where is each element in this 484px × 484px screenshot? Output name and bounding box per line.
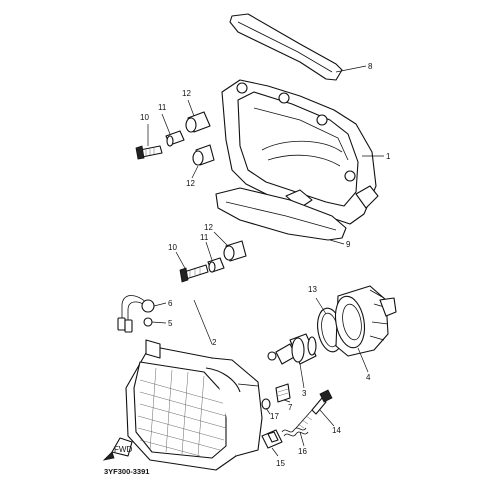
socket-cover [334,285,397,357]
callout-17: 17 [270,412,279,421]
adjuster-screw-and-washer [261,383,291,410]
headlight-bulb [267,333,317,365]
callout-5: 5 [168,319,173,328]
callout-leaders [147,65,384,457]
callout-7: 7 [288,403,293,412]
callout-12-lower: 12 [204,223,213,232]
callout-10-upper: 10 [140,113,149,122]
callout-16: 16 [298,447,307,456]
callout-9: 9 [346,240,351,249]
position-light-assembly [117,295,155,333]
callout-12-upper-top: 12 [182,89,191,98]
callout-1: 1 [386,152,391,161]
lower-mounting-hardware [179,240,247,283]
fwd-direction-marker: FWD [102,437,133,461]
headlight-housing [221,79,379,225]
upper-mounting-hardware [135,111,215,166]
callout-11-upper: 11 [158,103,167,112]
callout-10-lower: 10 [168,243,177,252]
callout-13: 13 [308,285,317,294]
callout-2: 2 [212,338,217,347]
callout-14: 14 [332,426,341,435]
fwd-label: FWD [114,445,132,454]
callout-4: 4 [366,373,371,382]
callout-3: 3 [302,389,307,398]
callout-15: 15 [276,459,285,468]
callout-12-upper-bottom: 12 [186,179,195,188]
callout-8: 8 [368,62,373,71]
adjusting-screw-spring-nut [261,389,333,449]
headlight-unit [125,339,263,471]
diagram-code: 3YF300-3391 [104,467,149,476]
callout-11-lower: 11 [200,233,209,242]
callout-6: 6 [168,299,173,308]
top-cover-plate [229,13,343,81]
lower-cover-plate [215,187,347,241]
